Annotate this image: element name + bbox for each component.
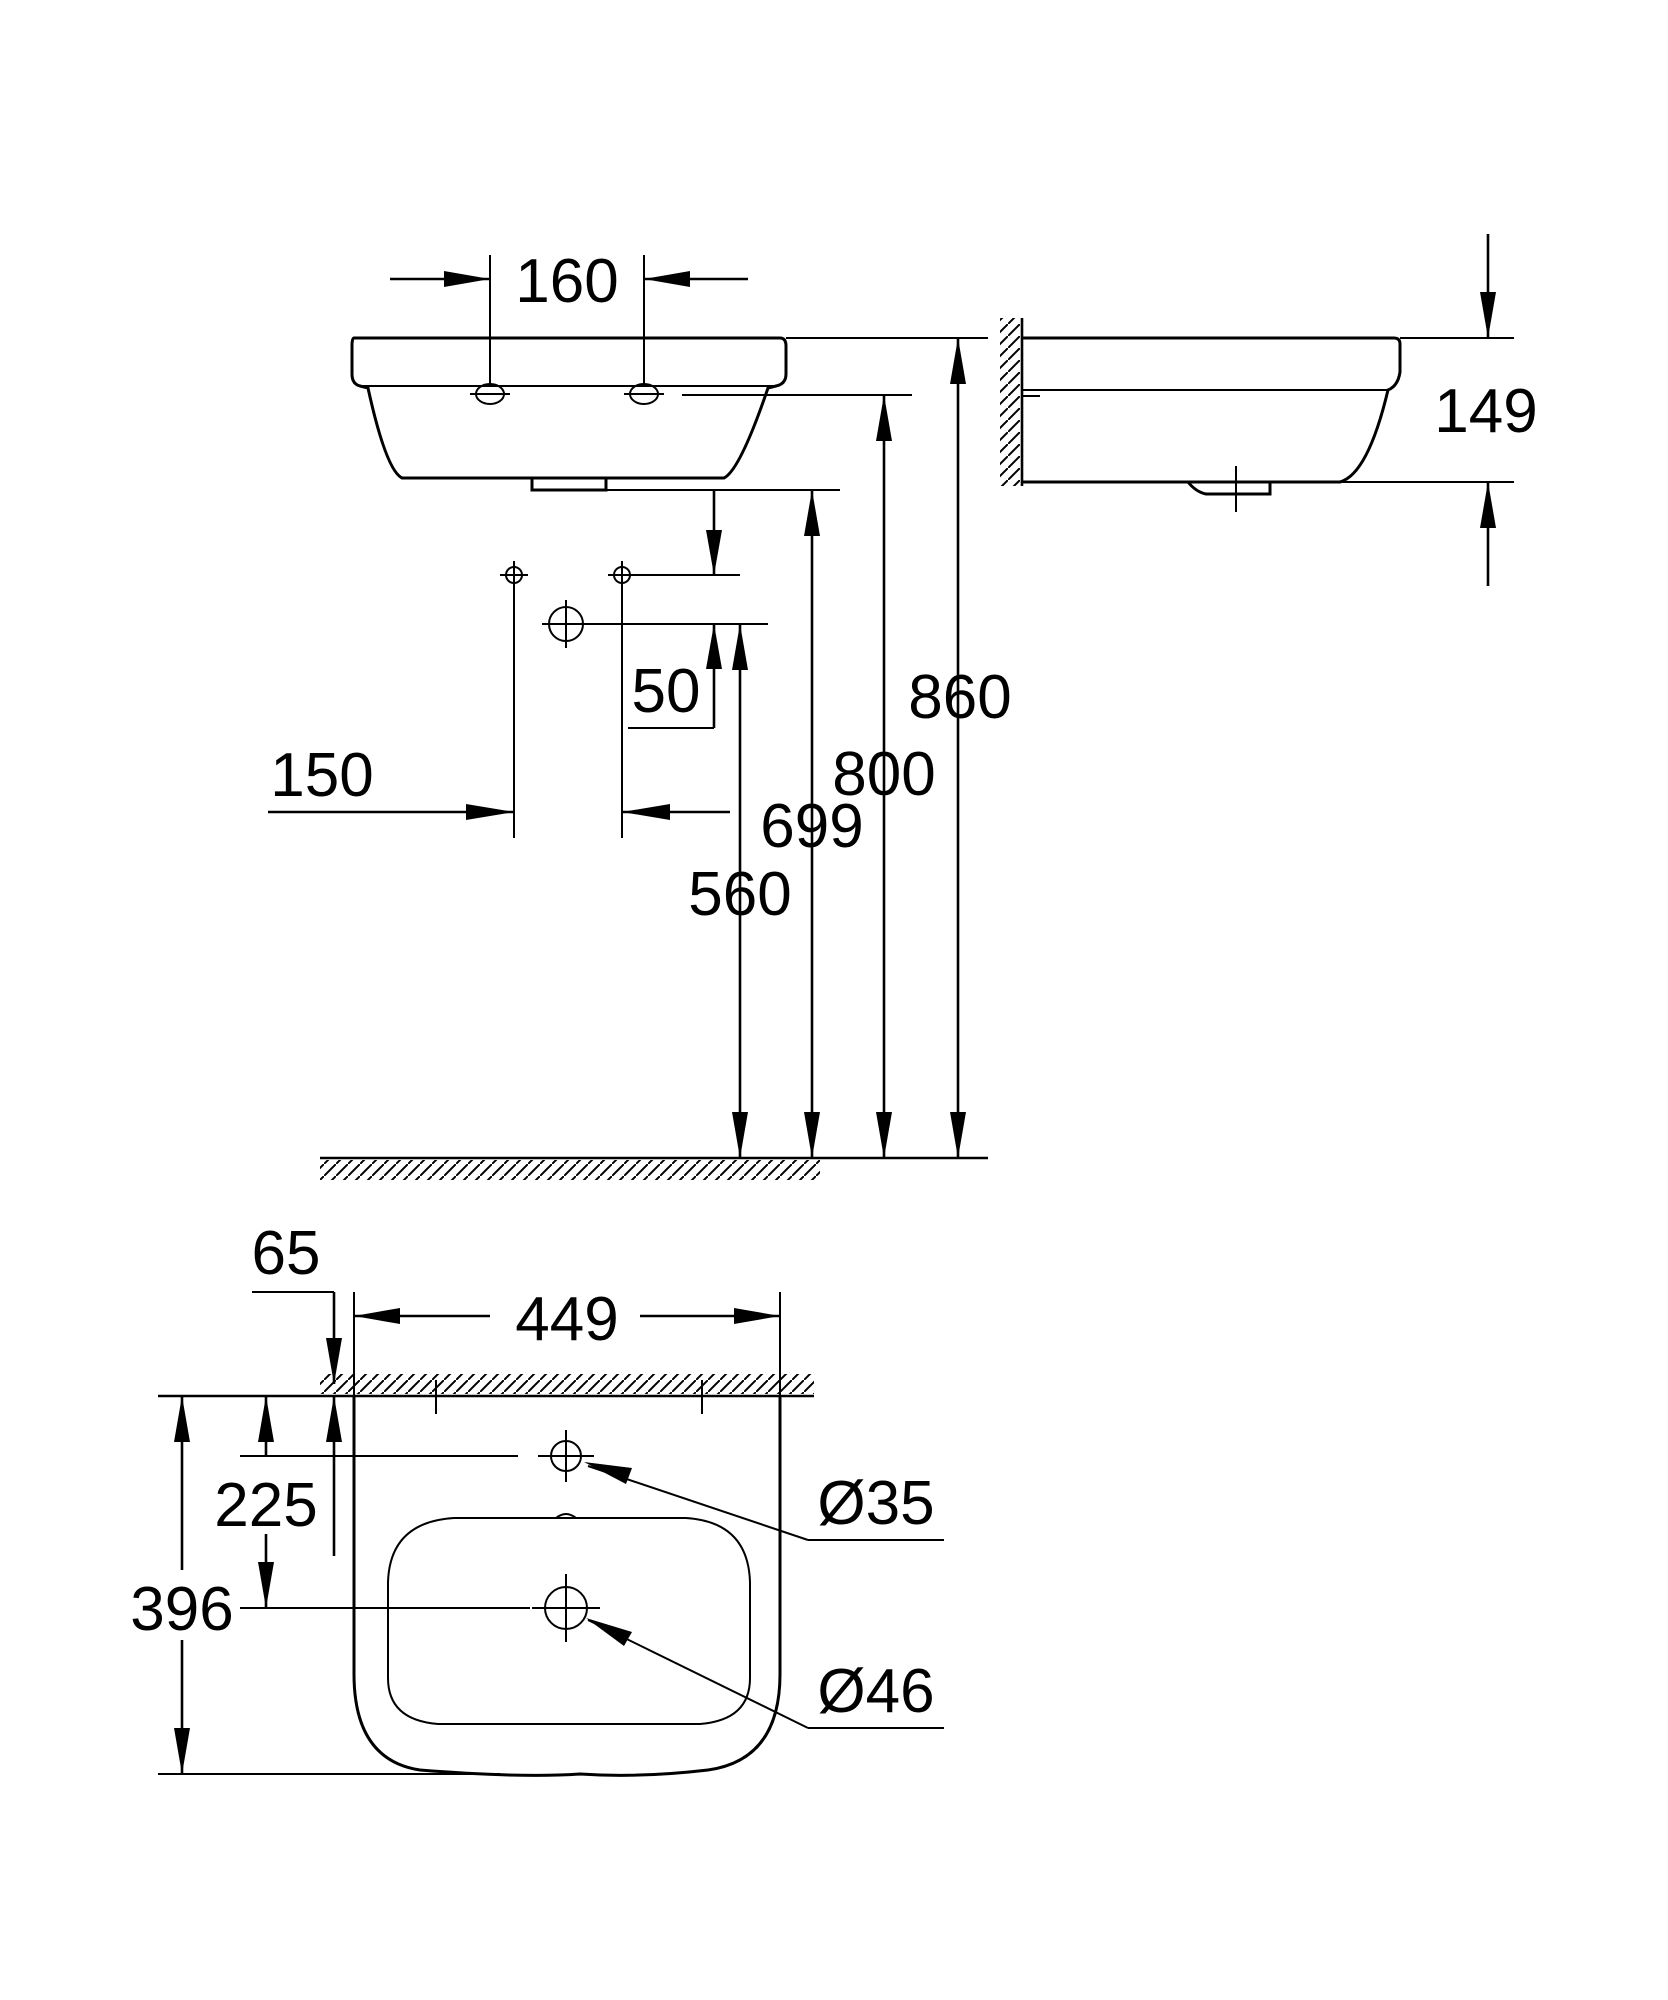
dimension-label-160: 160 [515,247,618,316]
dimension-149: 149 [1434,234,1538,586]
dimension-label-800: 800 [832,740,935,809]
waste-pipe-position [542,600,590,648]
tap-hole [538,1430,594,1482]
dimension-860: 860 [908,338,1012,1158]
wall-fixing-hole-left [500,561,528,589]
side-waste-outlet [1186,481,1272,496]
basin-bowl-outline [387,1517,751,1725]
leader-diameter-35: Ø35 [584,1462,944,1541]
dimension-label-149: 149 [1434,377,1537,446]
dimension-label-150: 150 [270,741,373,810]
front-view: 160 150 [268,247,1012,1180]
dimension-396: 396 [130,1396,500,1775]
basin-front-outline [350,336,788,480]
top-view: 449 65 225 396 [130,1219,944,1777]
dimension-label-diameter-35: Ø35 [817,1469,934,1538]
top-wall-hatch [320,1374,814,1394]
dimension-label-560: 560 [688,860,791,929]
side-wall-hatch [1000,318,1020,486]
dimension-50: 50 [628,490,722,729]
leader-diameter-46: Ø46 [586,1618,944,1729]
waste-outlet [530,478,608,492]
dimension-label-396: 396 [130,1575,233,1644]
dimension-160: 160 [390,247,748,316]
dimension-label-225: 225 [214,1471,317,1540]
dimension-label-699: 699 [760,792,863,861]
dimension-150: 150 [268,741,730,820]
side-view: 149 [1000,234,1538,586]
dimension-800: 800 [832,395,936,1158]
floor-hatch [320,1160,820,1180]
basin-side-outline [1022,336,1402,484]
dimension-560: 560 [688,624,792,1158]
dimension-65: 65 [252,1219,342,1556]
basin-top-outline [352,1396,782,1777]
dimension-699: 699 [760,490,864,1158]
dimension-225: 225 [214,1396,530,1609]
dimension-label-860: 860 [908,663,1011,732]
dimension-label-449: 449 [515,1285,618,1354]
dimension-label-65: 65 [252,1219,321,1288]
dimension-label-50: 50 [632,657,701,726]
dimension-449: 449 [353,1285,781,1396]
overflow-slot [555,1513,577,1519]
wall-fixing-hole-right [608,561,636,589]
waste-hole [532,1574,600,1642]
dimension-label-diameter-46: Ø46 [817,1657,934,1726]
